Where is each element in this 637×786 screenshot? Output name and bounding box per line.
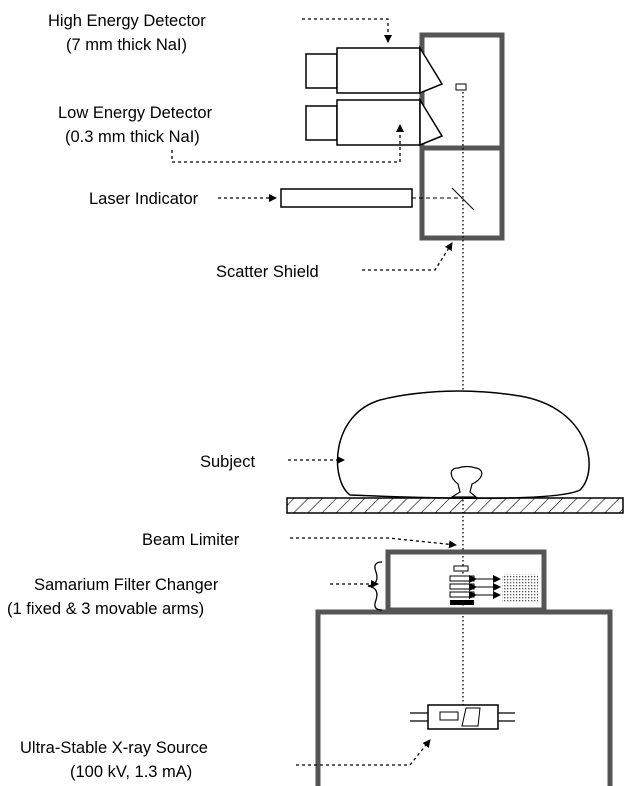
beam-limiter bbox=[453, 565, 469, 572]
label-samarium-filter-changer: Samarium Filter Changer bbox=[34, 576, 219, 594]
laser-indicator bbox=[280, 187, 475, 211]
label-beam-limiter: Beam Limiter bbox=[142, 531, 240, 549]
low-energy-detector bbox=[305, 97, 444, 147]
label-low-energy-thickness: (0.3 mm thick NaI) bbox=[65, 128, 200, 146]
samarium-brace bbox=[367, 561, 383, 611]
label-scatter-shield: Scatter Shield bbox=[216, 263, 319, 281]
label-high-energy-thickness: (7 mm thick NaI) bbox=[66, 36, 187, 54]
filter-changer-housing bbox=[385, 549, 547, 613]
high-energy-detector bbox=[305, 45, 467, 95]
leader-lines bbox=[171, 18, 457, 766]
xray-source-housing bbox=[315, 609, 613, 786]
labels: High Energy Detector (7 mm thick NaI) Lo… bbox=[7, 12, 319, 781]
label-xray-source: Ultra-Stable X-ray Source bbox=[20, 739, 208, 757]
label-laser-indicator: Laser Indicator bbox=[89, 190, 199, 208]
subject-body bbox=[336, 390, 590, 500]
label-xray-specs: (100 kV, 1.3 mA) bbox=[70, 763, 192, 781]
label-high-energy-detector: High Energy Detector bbox=[48, 12, 206, 30]
label-low-energy-detector: Low Energy Detector bbox=[58, 104, 213, 122]
scan-table bbox=[286, 497, 624, 514]
label-subject: Subject bbox=[200, 453, 255, 471]
label-samarium-arms: (1 fixed & 3 movable arms) bbox=[7, 600, 204, 618]
